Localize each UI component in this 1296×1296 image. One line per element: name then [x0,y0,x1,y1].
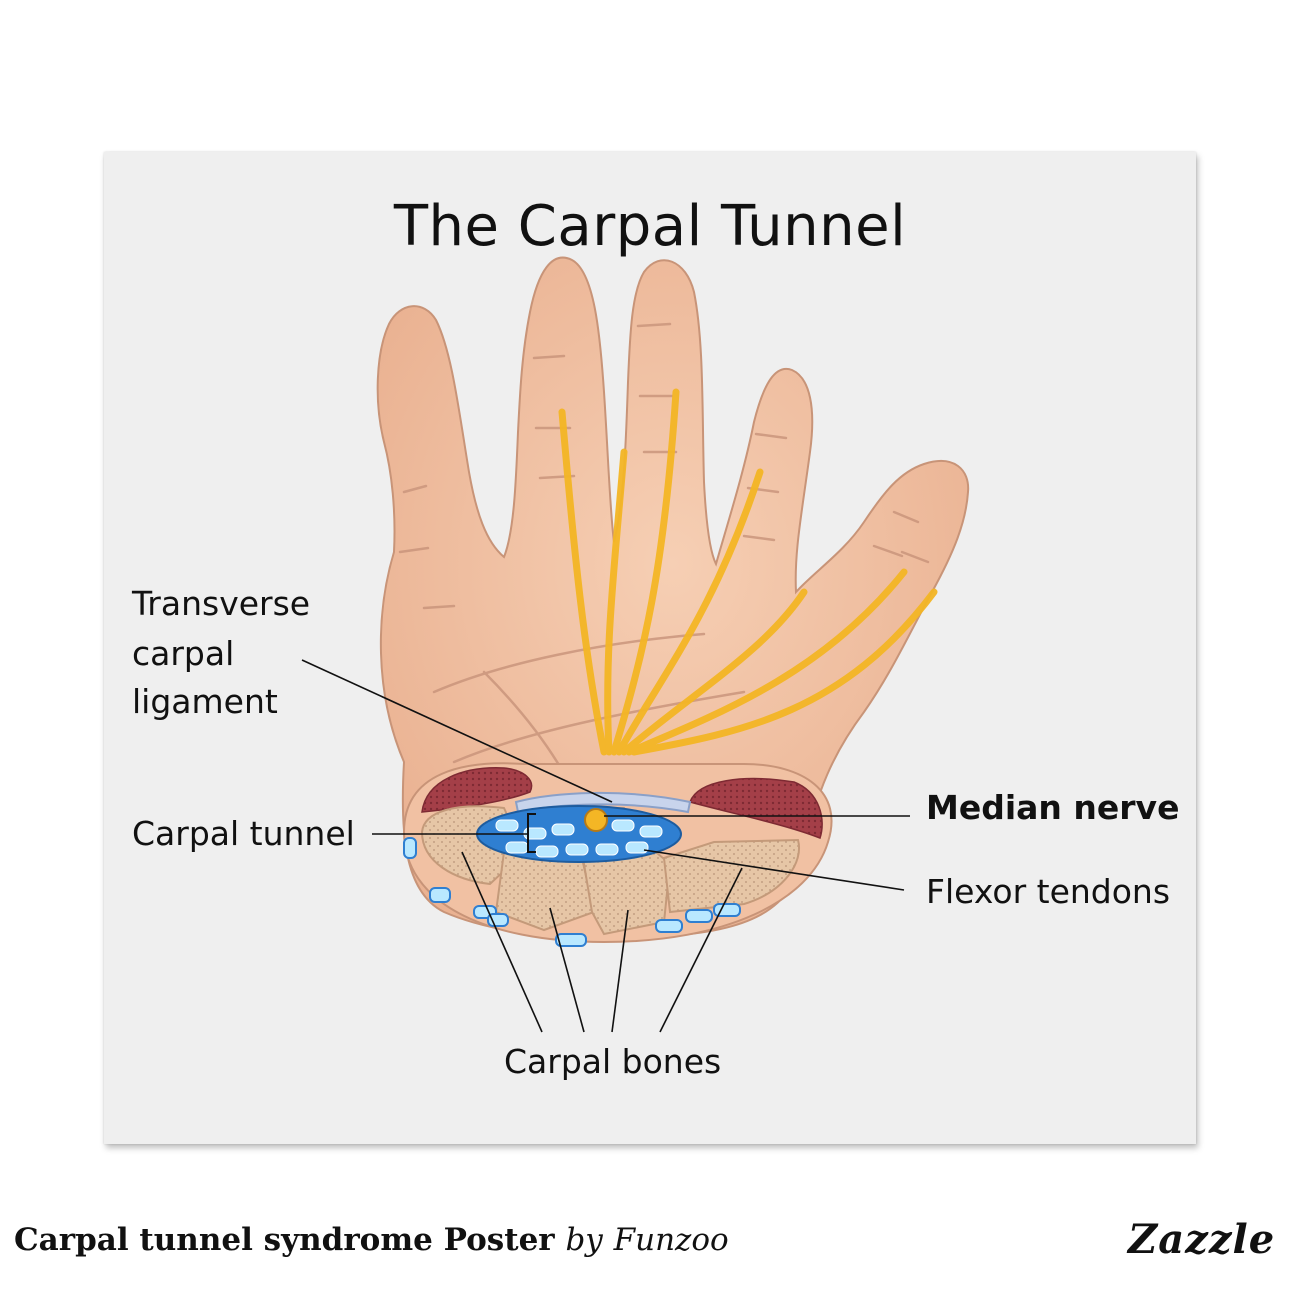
label-flexor-tendons: Flexor tendons [926,872,1171,911]
median-nerve-dot [584,808,608,832]
byline-prefix: by [565,1222,603,1258]
muscle-right [689,777,823,839]
label-transverse-3: ligament [132,682,278,721]
label-median-nerve: Median nerve [926,788,1180,827]
label-carpal-tunnel: Carpal tunnel [132,814,355,853]
muscle-left [421,767,533,813]
poster-title: The Carpal Tunnel [393,194,907,259]
label-carpal-bones: Carpal bones [504,1042,722,1081]
hand-illustration [301,256,970,1033]
product-title-text[interactable]: Carpal tunnel syndrome Poster [14,1222,555,1258]
brand-logo[interactable]: Zazzle [1128,1216,1276,1263]
author-link[interactable]: Funzoo [613,1222,729,1258]
label-transverse-2: carpal [132,634,235,673]
product-title[interactable]: Carpal tunnel syndrome Poster by Funzoo [14,1222,729,1258]
poster: The Carpal Tunnel [104,152,1196,1144]
label-transverse-1: Transverse [132,584,311,623]
